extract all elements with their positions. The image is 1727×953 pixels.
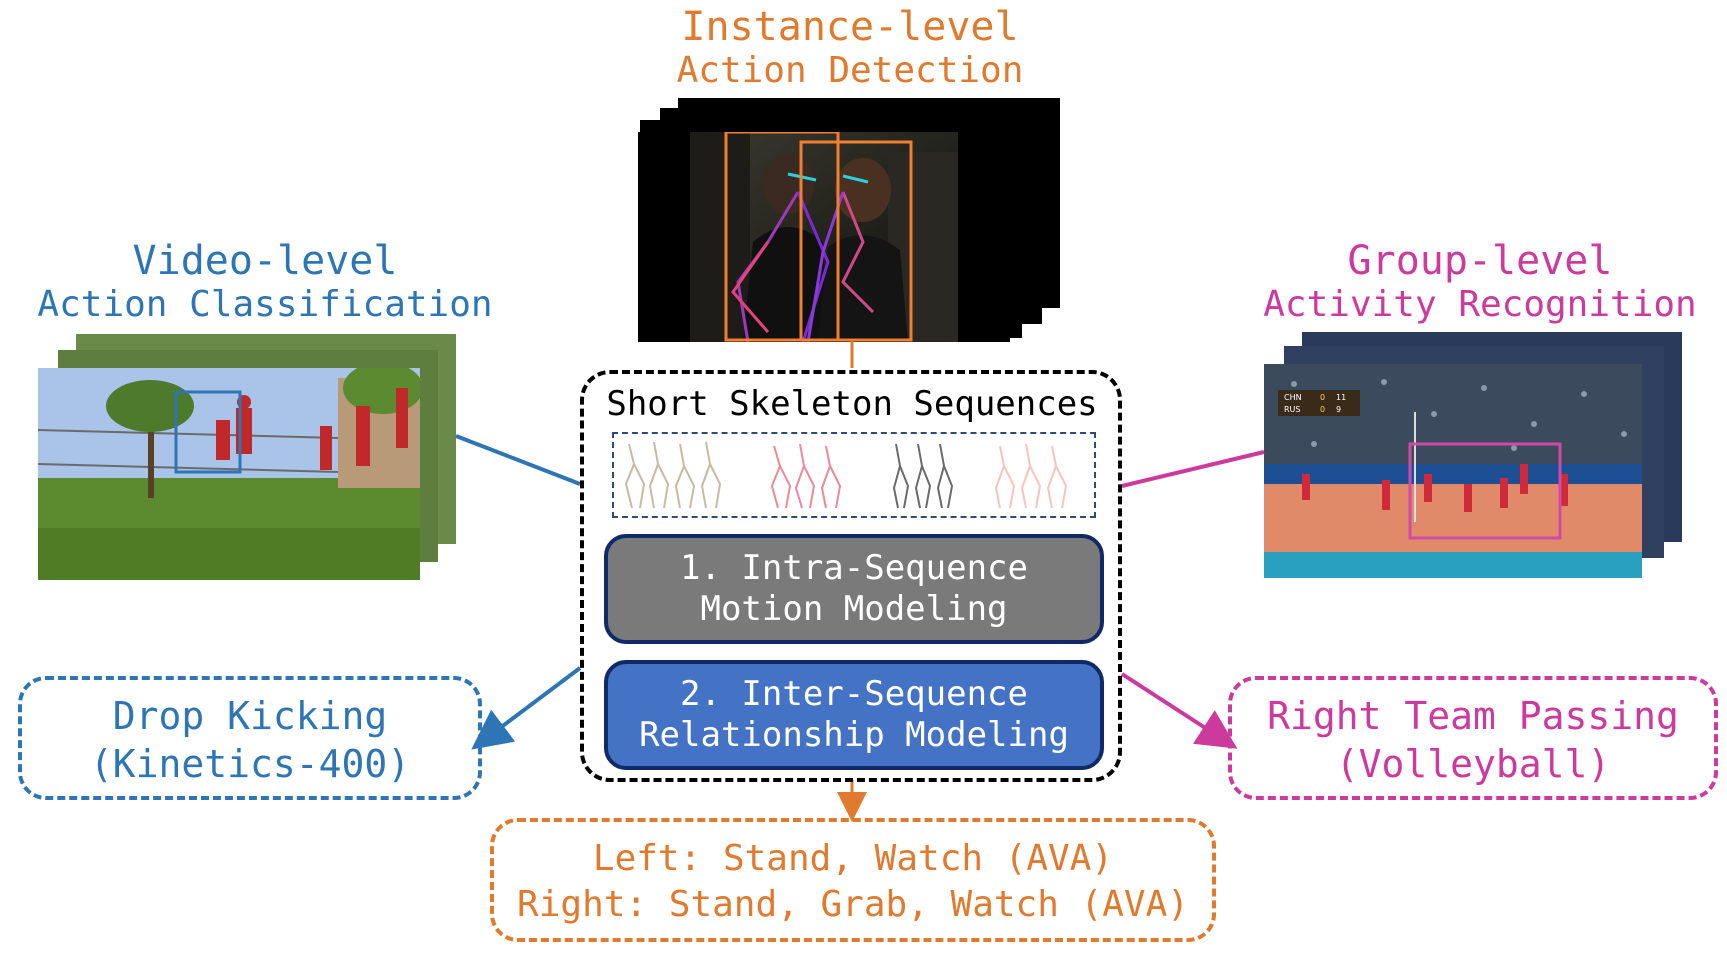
score-team1: CHN	[1284, 393, 1302, 402]
group-input-line	[1121, 450, 1265, 488]
instance-frame-front	[638, 132, 1010, 342]
module-inter-sequence: 2. Inter-Sequence Relationship Modeling	[604, 660, 1104, 770]
video-frame-front	[38, 368, 420, 580]
group-output-box: Right Team Passing (Volleyball)	[1228, 676, 1718, 800]
module-intra-sequence: 1. Intra-Sequence Motion Modeling	[604, 534, 1104, 644]
skeleton-group-gray	[892, 443, 954, 509]
video-level-title: Video-level Action Classification	[20, 238, 510, 325]
video-output-line1: Drop Kicking	[112, 694, 388, 738]
video-output-arrow	[471, 666, 582, 750]
skeleton-sequence-strip	[612, 432, 1096, 518]
group-scene-image: CHN 0 11 RUS 0 9	[1264, 364, 1642, 578]
video-title-line1: Video-level	[132, 238, 398, 284]
skeleton-group-beige	[624, 441, 722, 509]
score-team1-points: 11	[1336, 393, 1346, 402]
model-dashed-container	[580, 370, 1122, 782]
instance-output-box: Left: Stand, Watch (AVA) Right: Stand, G…	[490, 818, 1216, 942]
group-title-line1: Group-level	[1347, 238, 1613, 284]
video-title-line2: Action Classification	[37, 284, 493, 325]
instance-title-line1: Instance-level	[681, 4, 1019, 50]
skeleton-group-pink	[770, 443, 842, 509]
video-output-box: Drop Kicking (Kinetics-400)	[18, 676, 482, 800]
skeleton-group-lightpink	[994, 443, 1068, 509]
score-team1-sets: 0	[1320, 393, 1325, 402]
scoreboard	[1278, 390, 1360, 416]
skeleton-figures	[624, 441, 1068, 509]
instance-title-line2: Action Detection	[676, 50, 1024, 91]
instance-output-line2: Right: Stand, Grab, Watch (AVA)	[517, 884, 1189, 925]
score-team2-sets: 0	[1320, 405, 1325, 414]
group-output-line2: (Volleyball)	[1335, 742, 1611, 786]
group-frame-front: CHN 0 11 RUS 0 9	[1264, 364, 1642, 578]
group-output-arrow	[1120, 672, 1238, 749]
instance-scene-image	[690, 132, 958, 342]
group-level-title: Group-level Activity Recognition	[1250, 238, 1710, 325]
module1-line1: 1. Intra-Sequence	[680, 548, 1028, 589]
module2-line1: 2. Inter-Sequence	[680, 674, 1028, 715]
skeleton-header: Short Skeleton Sequences	[606, 384, 1098, 424]
group-output-line1: Right Team Passing	[1267, 694, 1679, 738]
module2-line2: Relationship Modeling	[639, 715, 1069, 755]
group-title-line2: Activity Recognition	[1263, 284, 1697, 325]
score-team2: RUS	[1284, 405, 1301, 414]
video-scene-image	[38, 368, 420, 580]
instance-level-title: Instance-level Action Detection	[590, 4, 1110, 91]
score-team2-points: 9	[1336, 405, 1341, 414]
video-input-line	[455, 434, 581, 486]
module1-line2: Motion Modeling	[700, 589, 1008, 629]
instance-output-line1: Left: Stand, Watch (AVA)	[592, 838, 1114, 879]
video-output-line2: (Kinetics-400)	[89, 742, 411, 786]
